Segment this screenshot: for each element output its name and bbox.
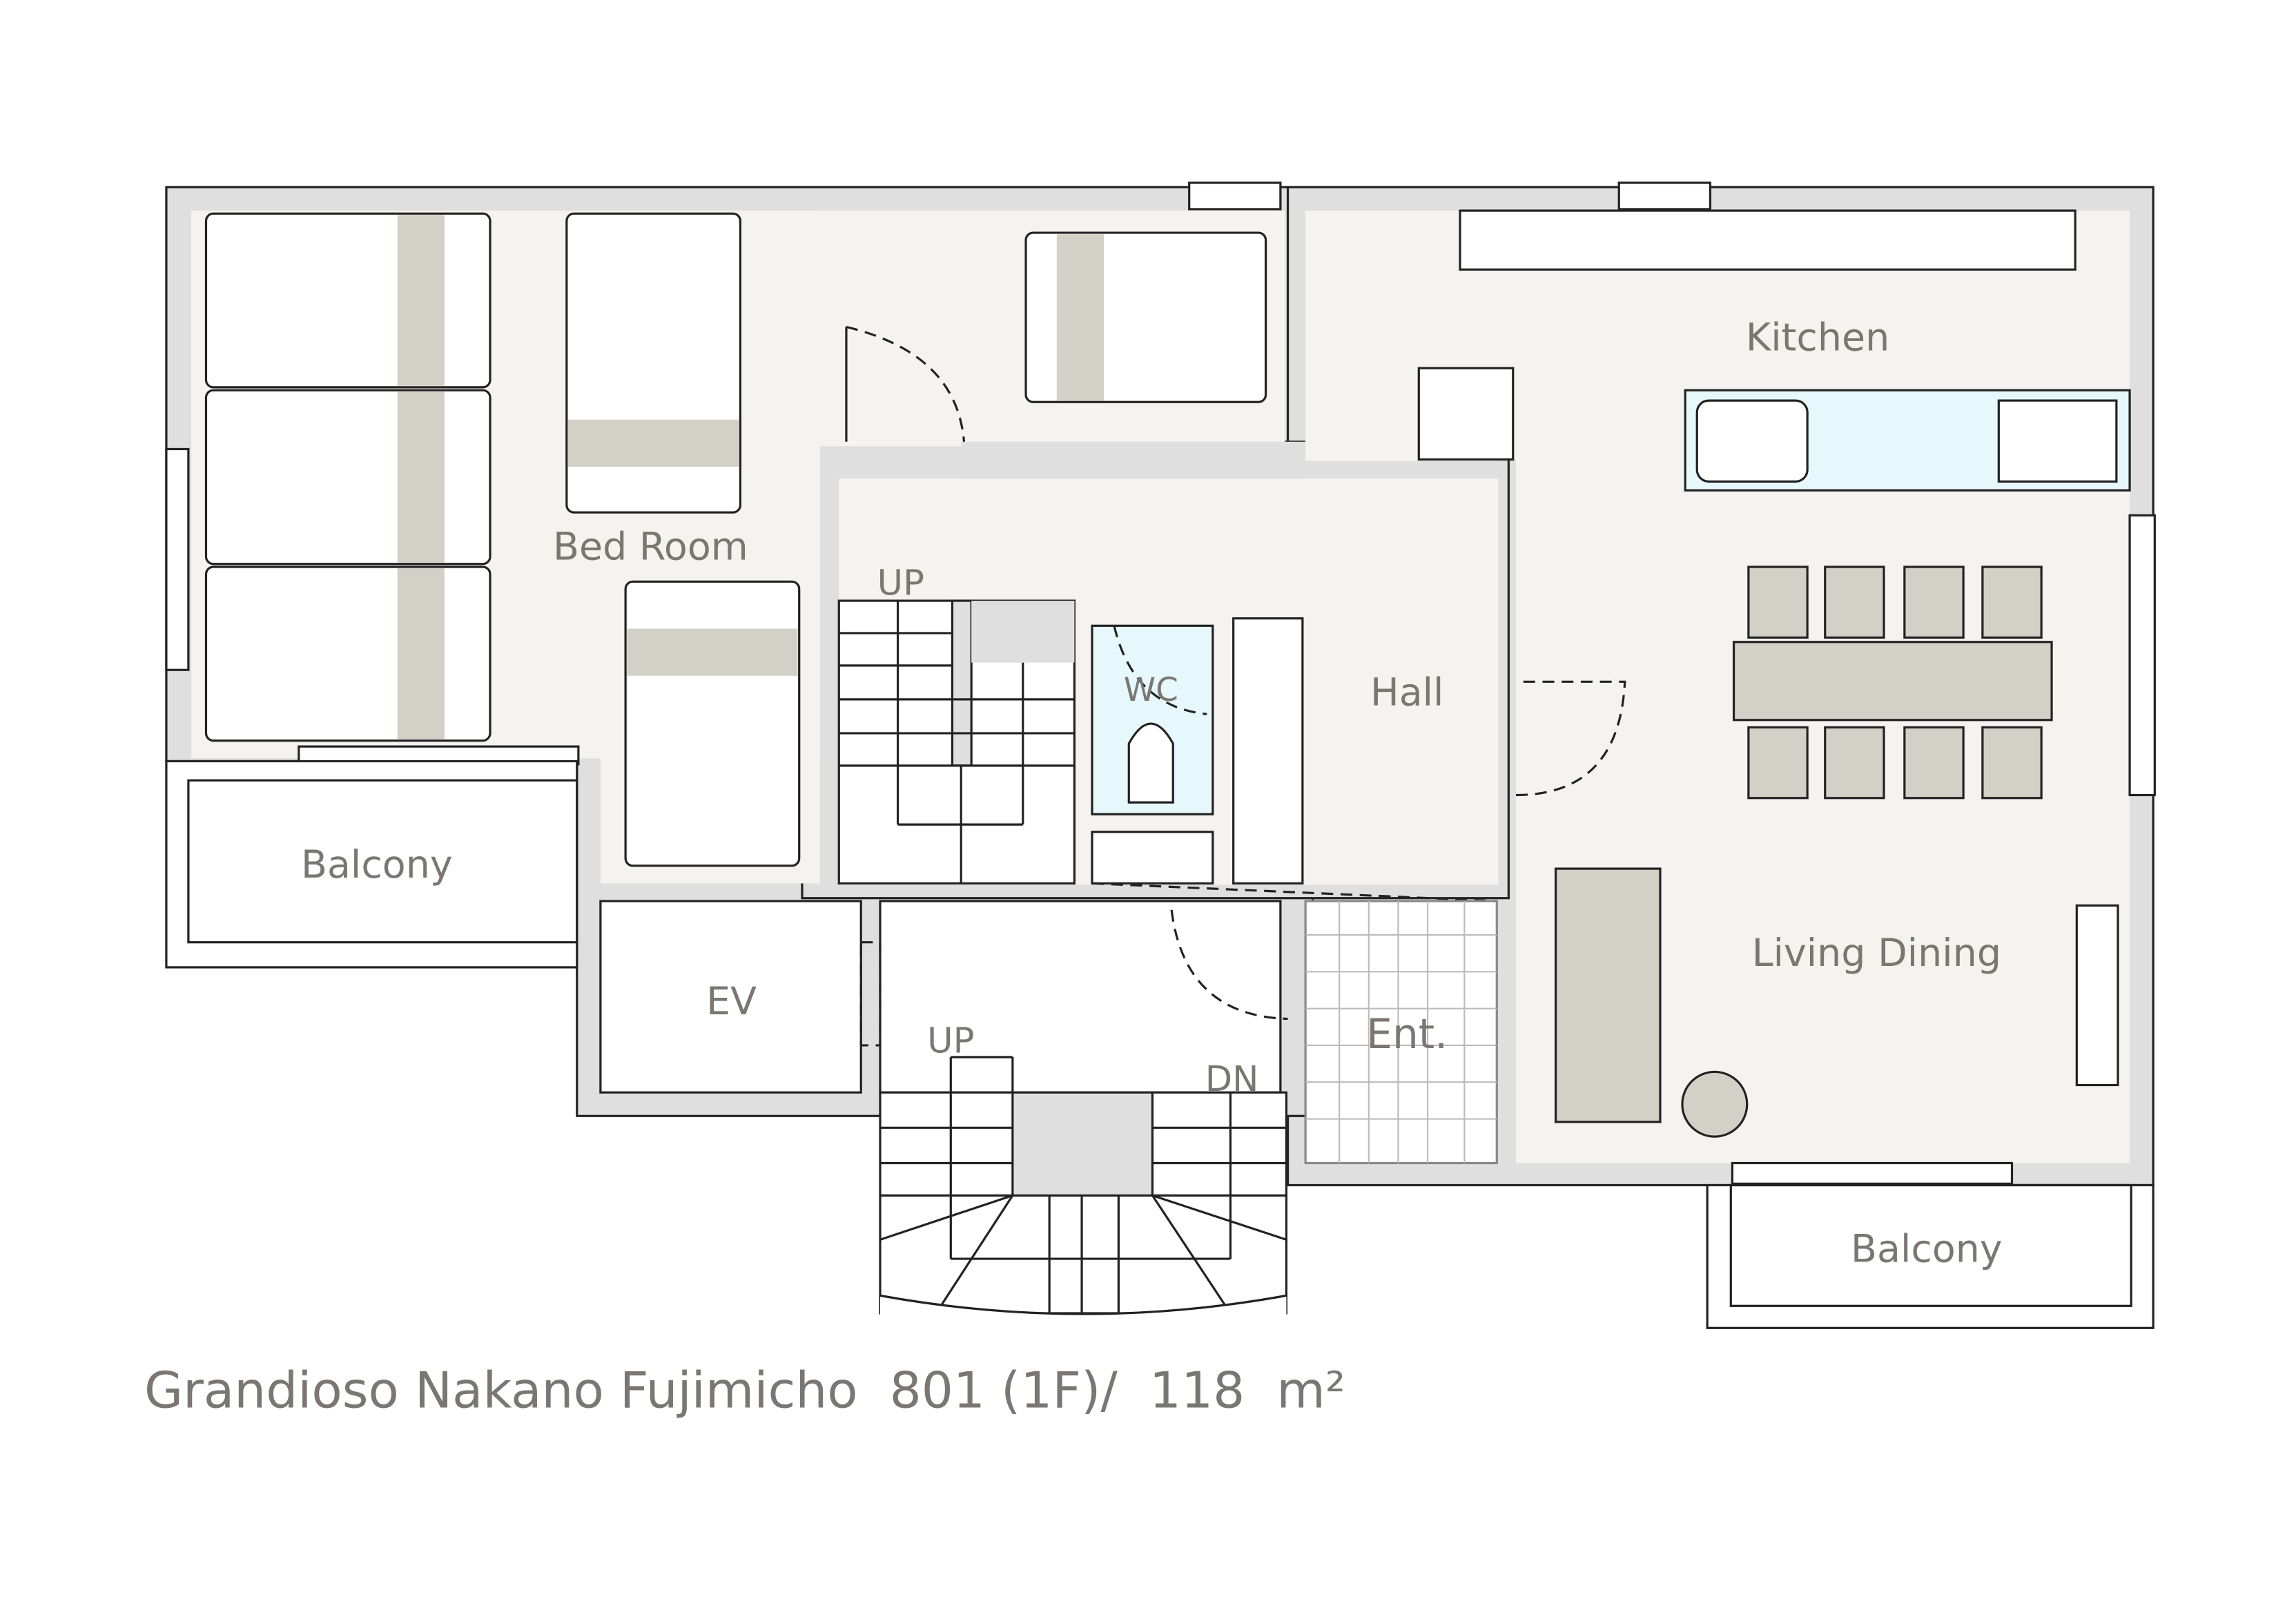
- beds: [204, 212, 1267, 867]
- stair-label-down: DN: [1205, 1059, 1259, 1100]
- entrance: [1304, 900, 1498, 1165]
- room-label-ev: EV: [706, 980, 757, 1024]
- outer-staircase: [879, 1056, 1288, 1318]
- room-label-living-dining: Living Dining: [1752, 931, 2001, 976]
- kitchen-fixtures: [1417, 209, 2131, 492]
- dining-set: [1554, 566, 2119, 1138]
- room-label-balcony-left: Balcony: [301, 843, 453, 887]
- balcony-left: [165, 760, 578, 969]
- room-label-balcony-right: Balcony: [1851, 1227, 2003, 1271]
- stair-label-up-inner: UP: [877, 563, 924, 604]
- room-label-hall: Hall: [1370, 670, 1443, 715]
- wc: [1091, 617, 1304, 885]
- room-label-kitchen: Kitchen: [1746, 316, 1889, 360]
- inner-staircase: [837, 599, 1076, 885]
- ev-door: [859, 941, 882, 1047]
- room-label-entrance: Ent.: [1366, 1011, 1448, 1058]
- room-label-bedroom: Bed Room: [553, 525, 748, 569]
- room-label-wc: WC: [1124, 671, 1178, 709]
- toilet-icon: [1127, 722, 1174, 804]
- balcony-right: [1706, 1183, 2154, 1329]
- plan-title: Grandioso Nakano Fujimicho 801 (1F)/ 118…: [144, 1362, 1345, 1420]
- stair-label-up-outer: UP: [927, 1021, 974, 1062]
- elevator: [599, 900, 862, 1094]
- doors: [845, 325, 1626, 1021]
